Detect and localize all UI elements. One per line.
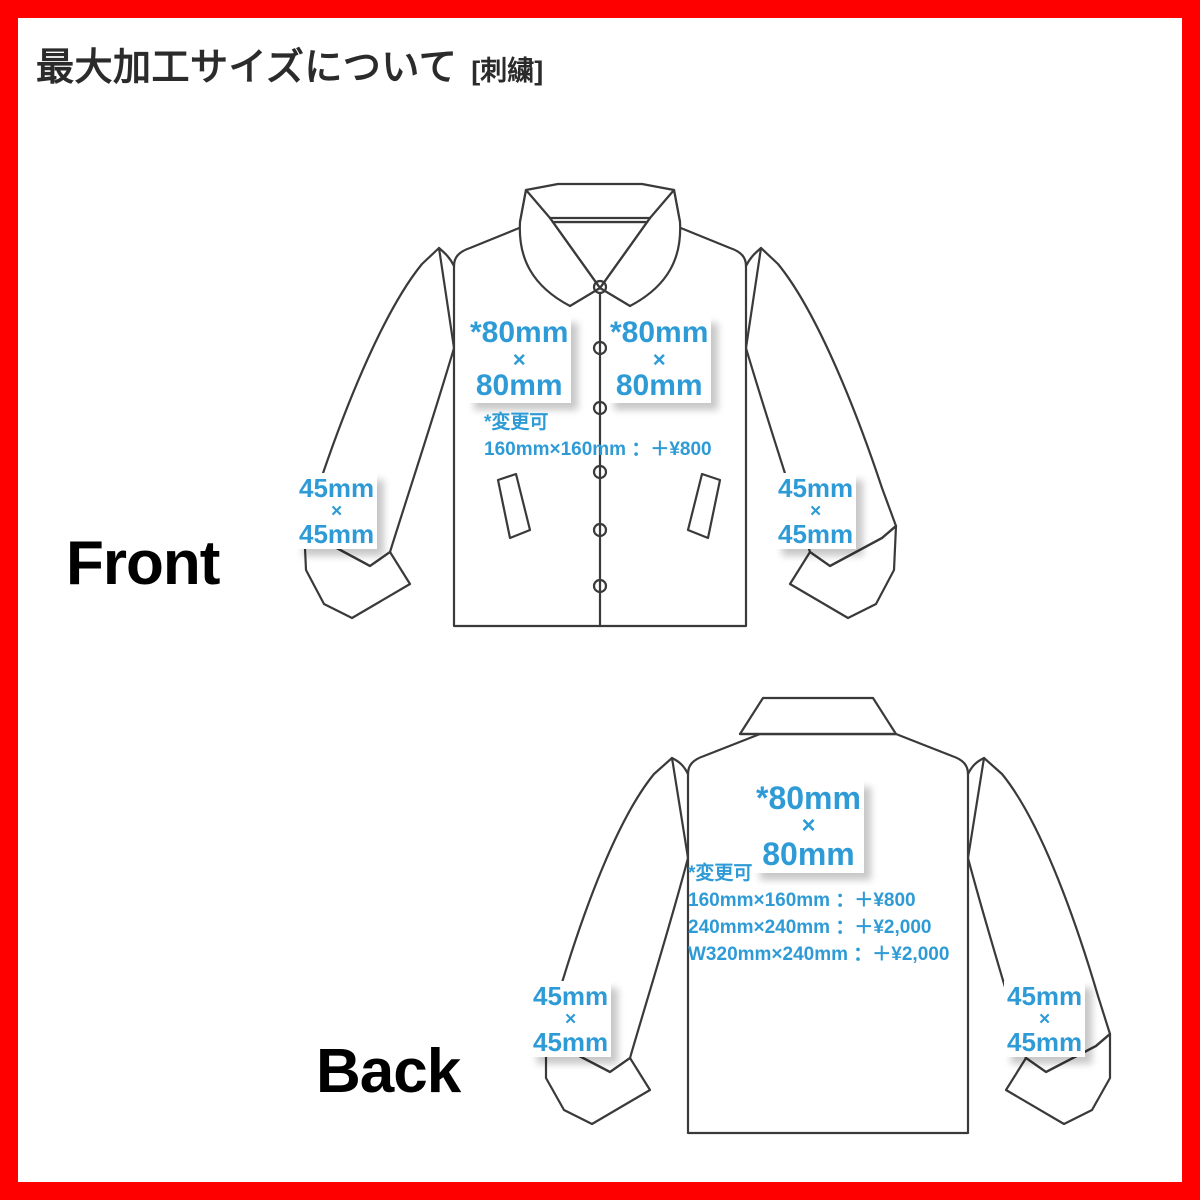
- page-title-main: 最大加工サイズについて: [36, 47, 458, 89]
- badge-line-2: ×: [512, 346, 526, 372]
- back-left-shoulder-seam: [670, 756, 690, 776]
- badge-front-sleeve-right: 45mm × 45mm: [775, 473, 857, 550]
- front-collar-right: [598, 188, 682, 308]
- badge-line-3: 45mm: [1007, 1026, 1083, 1057]
- badge-line-1: *80mm: [756, 780, 861, 816]
- front-neck-v-right: [598, 216, 652, 290]
- back-right-shoulder-seam: [966, 756, 986, 776]
- badge-line-1: 45mm: [299, 473, 375, 503]
- view-caption-front: Front: [66, 529, 220, 598]
- badge-line-1: 45mm: [778, 473, 854, 503]
- back-note-line-2: W320mm×240mm ：＋¥2,000: [688, 943, 950, 965]
- badge-front-sleeve-left: 45mm × 45mm: [296, 473, 378, 550]
- view-caption-back: Back: [316, 1037, 461, 1106]
- badge-line-3: 45mm: [533, 1026, 609, 1057]
- back-right-cuff-seam: [1024, 1032, 1112, 1074]
- badge-back-center: *80mm × 80mm: [753, 780, 864, 873]
- front-right-pocket: [686, 472, 722, 540]
- front-note-line-0: 160mm×160mm ：＋¥800: [484, 438, 712, 460]
- badge-line-2: ×: [652, 346, 666, 372]
- back-note-line-0: 160mm×160mm ：＋¥800: [688, 889, 916, 911]
- badge-line-3: 45mm: [299, 518, 375, 549]
- badge-line-1: 45mm: [1007, 981, 1083, 1011]
- front-size-note: *変更可 160mm×160mm ：＋¥800: [484, 410, 712, 464]
- snap-button-icon: [592, 279, 608, 295]
- front-collar-left: [518, 188, 602, 308]
- badge-line-1: *80mm: [610, 316, 709, 349]
- page-title: 最大加工サイズについて [刺繍]: [36, 36, 543, 91]
- badge-back-sleeve-right: 45mm × 45mm: [1004, 981, 1086, 1058]
- badge-line-3: 80mm: [615, 368, 703, 402]
- front-neck-v-left: [548, 216, 602, 290]
- back-size-note: *変更可 160mm×160mm ：＋¥800 240mm×240mm ：＋¥2…: [688, 861, 949, 969]
- badge-front-chest-right: *80mm × 80mm: [607, 316, 712, 404]
- badge-line-2: ×: [801, 812, 816, 839]
- front-left-shoulder-seam: [437, 246, 456, 268]
- badge-line-2: ×: [1038, 1008, 1051, 1030]
- badge-line-3: 80mm: [762, 836, 855, 873]
- page-title-subtitle: [刺繍]: [471, 56, 544, 86]
- badge-back-sleeve-left: 45mm × 45mm: [530, 981, 612, 1058]
- badge-line-2: ×: [809, 500, 822, 522]
- back-collar: [738, 696, 898, 736]
- snap-button-icon: [592, 400, 608, 416]
- badge-line-3: 80mm: [475, 368, 563, 402]
- snap-button-icon: [592, 522, 608, 538]
- front-right-shoulder-seam: [744, 246, 763, 268]
- back-note-head: *変更可: [688, 863, 753, 884]
- front-left-pocket: [496, 472, 532, 540]
- badge-line-2: ×: [330, 500, 343, 522]
- badge-line-1: 45mm: [533, 981, 609, 1011]
- badge-line-1: *80mm: [470, 316, 569, 349]
- badge-front-chest-left: *80mm × 80mm: [467, 316, 572, 404]
- badge-line-3: 45mm: [778, 518, 854, 549]
- front-note-head: *変更可: [484, 412, 549, 433]
- badge-line-2: ×: [564, 1008, 577, 1030]
- snap-button-icon: [592, 340, 608, 356]
- front-right-cuff-seam: [808, 524, 898, 568]
- snap-button-icon: [592, 578, 608, 594]
- back-note-line-1: 240mm×240mm ：＋¥2,000: [688, 916, 932, 938]
- snap-button-icon: [592, 464, 608, 480]
- poster-content: 最大加工サイズについて [刺繍] Front Back: [18, 18, 1182, 1182]
